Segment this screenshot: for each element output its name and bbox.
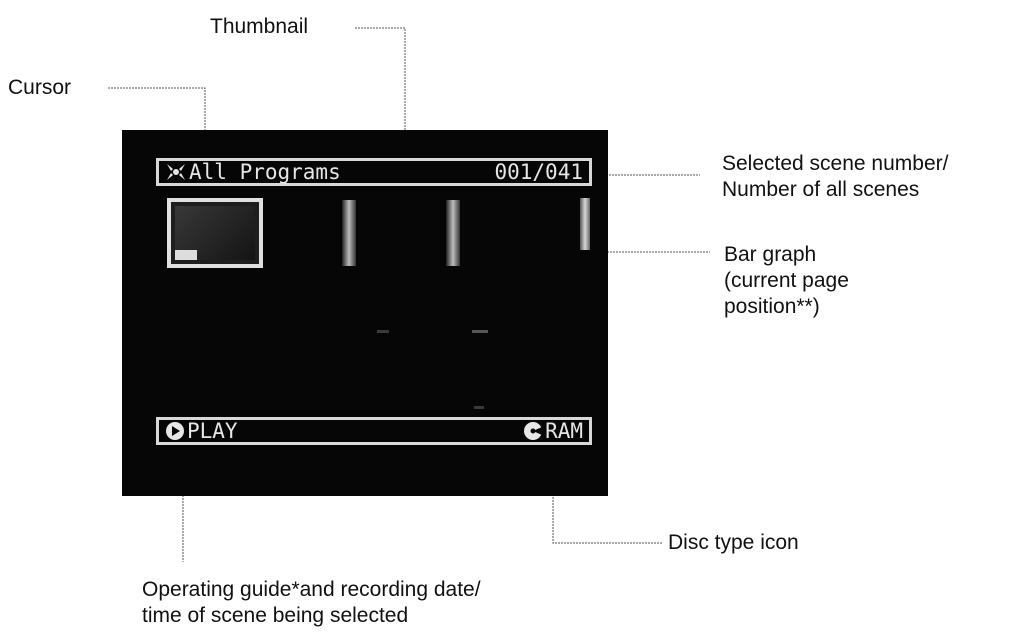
page-position-bar <box>580 198 590 250</box>
disc-type: RAM <box>545 420 583 442</box>
operating-guide-label-line1: Operating guide*and recording date/ <box>142 577 481 603</box>
play-icon <box>165 421 185 441</box>
bar-graph-label-line2: (current page <box>724 268 849 294</box>
bar-graph-label: Bar graph (current page position**) <box>724 242 849 320</box>
thumbnail-3[interactable] <box>446 200 460 266</box>
cursor-label: Cursor <box>8 75 71 101</box>
disc-type-label: Disc type icon <box>668 530 799 556</box>
selected-thumbnail-cursor[interactable] <box>167 198 263 268</box>
title-bar: All Programs 001/041 <box>156 158 592 186</box>
screen-noise <box>377 330 389 333</box>
thumbnail-label: Thumbnail <box>210 14 308 40</box>
scene-number-label-line1: Selected scene number/ <box>722 151 948 177</box>
screen-noise <box>472 330 488 333</box>
scene-number-label-line2: Number of all scenes <box>722 177 948 203</box>
scene-counter: 001/041 <box>494 161 583 183</box>
screen-noise <box>474 406 484 409</box>
bar-graph-label-line3: position**) <box>724 294 849 320</box>
bar-graph-label-line1: Bar graph <box>724 242 849 268</box>
operating-guide-label: Operating guide*and recording date/ time… <box>142 577 481 629</box>
status-bar: PLAY RAM <box>156 417 592 445</box>
thumbnail-2[interactable] <box>342 200 356 266</box>
play-guide: PLAY <box>187 420 238 442</box>
scene-number-label: Selected scene number/ Number of all sce… <box>722 151 948 203</box>
camcorder-screen: All Programs 001/041 PLAY <box>122 130 608 496</box>
thumbnail-marker <box>175 250 197 260</box>
screen-title: All Programs <box>189 161 341 183</box>
operating-guide-label-line2: time of scene being selected <box>142 603 481 629</box>
programs-icon <box>165 162 187 182</box>
disc-icon <box>523 421 543 441</box>
